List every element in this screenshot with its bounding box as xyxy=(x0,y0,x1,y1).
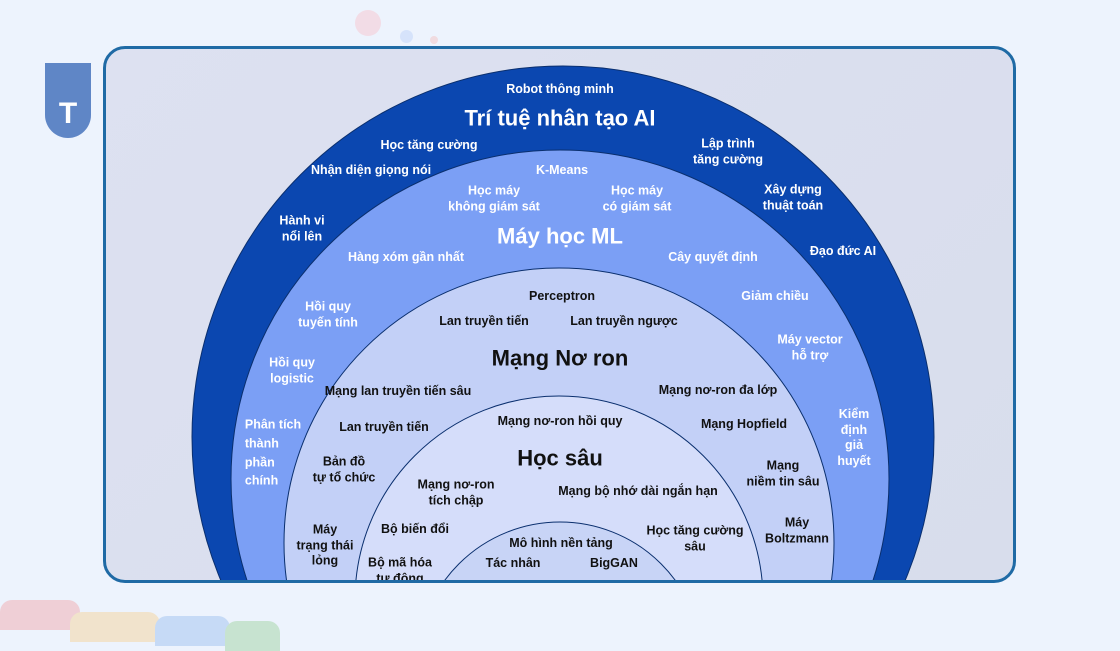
ml-title: Máy học ML xyxy=(497,223,623,249)
brand-logo-letter: T xyxy=(58,97,78,130)
decor-tab-green xyxy=(225,621,280,651)
ai-item-robot: Robot thông minh xyxy=(506,82,614,97)
ml-item-linear-regression: Hồi quy tuyến tính xyxy=(298,299,358,329)
ring-dl xyxy=(355,395,763,580)
dl-item-deep-rl: Học tăng cường sâu xyxy=(646,523,744,553)
ring-foundation xyxy=(444,521,676,580)
ml-item-svm: Máy vector hỗ trợ xyxy=(777,332,843,362)
nn-item-boltzmann: Máy Boltzmann xyxy=(765,515,829,545)
ai-title: Trí tuệ nhân tạo AI xyxy=(464,105,656,131)
decor-tab-blue xyxy=(155,616,230,646)
ml-item-unsupervised: Học máy không giám sát xyxy=(448,183,540,213)
nn-item-som: Bản đồ tự tổ chức xyxy=(312,454,376,484)
nn-item-hopfield: Mạng Hopfield xyxy=(700,417,788,432)
nested-rings-diagram xyxy=(191,65,935,580)
decor-dot-peach xyxy=(430,36,438,44)
dl-item-cnn: Mạng nơ-ron tích chập xyxy=(417,477,495,507)
dl-item-rnn: Mạng nơ-ron hồi quy xyxy=(497,414,623,429)
nn-item-backprop: Lan truyền ngược xyxy=(570,314,678,329)
ml-item-logistic: Hồi quy logistic xyxy=(269,355,315,385)
ml-item-hypothesis: Kiểm định giả huyết xyxy=(837,406,871,468)
nn-item-feedforward: Lan truyền tiến xyxy=(439,314,529,329)
nn-item-lsm: Máy trạng thái lỏng xyxy=(296,522,354,568)
nn-item-feedforward-2: Lan truyền tiến xyxy=(339,420,429,435)
ai-item-ethics: Đạo đức AI xyxy=(809,244,877,259)
foundation-item-biggan: BigGAN xyxy=(590,556,638,571)
ai-item-programming: Lập trình tăng cường xyxy=(692,136,764,166)
diagram-card: Robot thông minh Trí tuệ nhân tạo AI Học… xyxy=(103,46,1016,583)
dl-item-autoencoder: Bộ mã hóa tự động xyxy=(368,555,432,583)
ai-item-reinforcement: Học tăng cường xyxy=(380,138,478,153)
nn-item-deep-feedforward: Mạng lan truyền tiến sâu xyxy=(324,384,472,399)
ml-item-supervised: Học máy có giám sát xyxy=(602,183,672,213)
nn-item-perceptron: Perceptron xyxy=(529,289,595,304)
decor-bottom-tabs xyxy=(0,600,300,651)
decor-dot-pink xyxy=(355,10,381,36)
decor-dot-blue xyxy=(400,30,413,43)
decor-tab-pink xyxy=(0,600,80,630)
decor-tab-beige xyxy=(70,612,160,642)
ml-item-kmeans: K-Means xyxy=(535,163,589,178)
foundation-item-model: Mô hình nền tảng xyxy=(509,536,613,551)
brand-logo: T xyxy=(45,63,91,138)
ai-item-algorithm: Xây dựng thuật toán xyxy=(762,182,824,212)
ai-item-emergent: Hành vi nổi lên xyxy=(279,213,325,243)
dl-title: Học sâu xyxy=(517,445,603,471)
nn-title: Mạng Nơ ron xyxy=(491,345,629,371)
dl-item-transformer: Bộ biến đổi xyxy=(380,522,450,537)
ai-item-speech: Nhận diện giọng nói xyxy=(310,163,432,178)
ml-item-dim-reduction: Giảm chiều xyxy=(741,289,809,304)
ml-item-decision-tree: Cây quyết định xyxy=(668,250,758,265)
ml-item-pca: Phân tích thành phần chính xyxy=(244,417,302,488)
ml-item-knn: Hàng xóm gần nhất xyxy=(348,250,464,265)
dl-item-lstm: Mạng bộ nhớ dài ngắn hạn xyxy=(558,484,718,499)
nn-item-mlp: Mạng nơ-ron đa lớp xyxy=(658,383,778,398)
nn-item-dbn: Mạng niềm tin sâu xyxy=(746,458,820,488)
foundation-item-agent: Tác nhân xyxy=(485,556,541,571)
